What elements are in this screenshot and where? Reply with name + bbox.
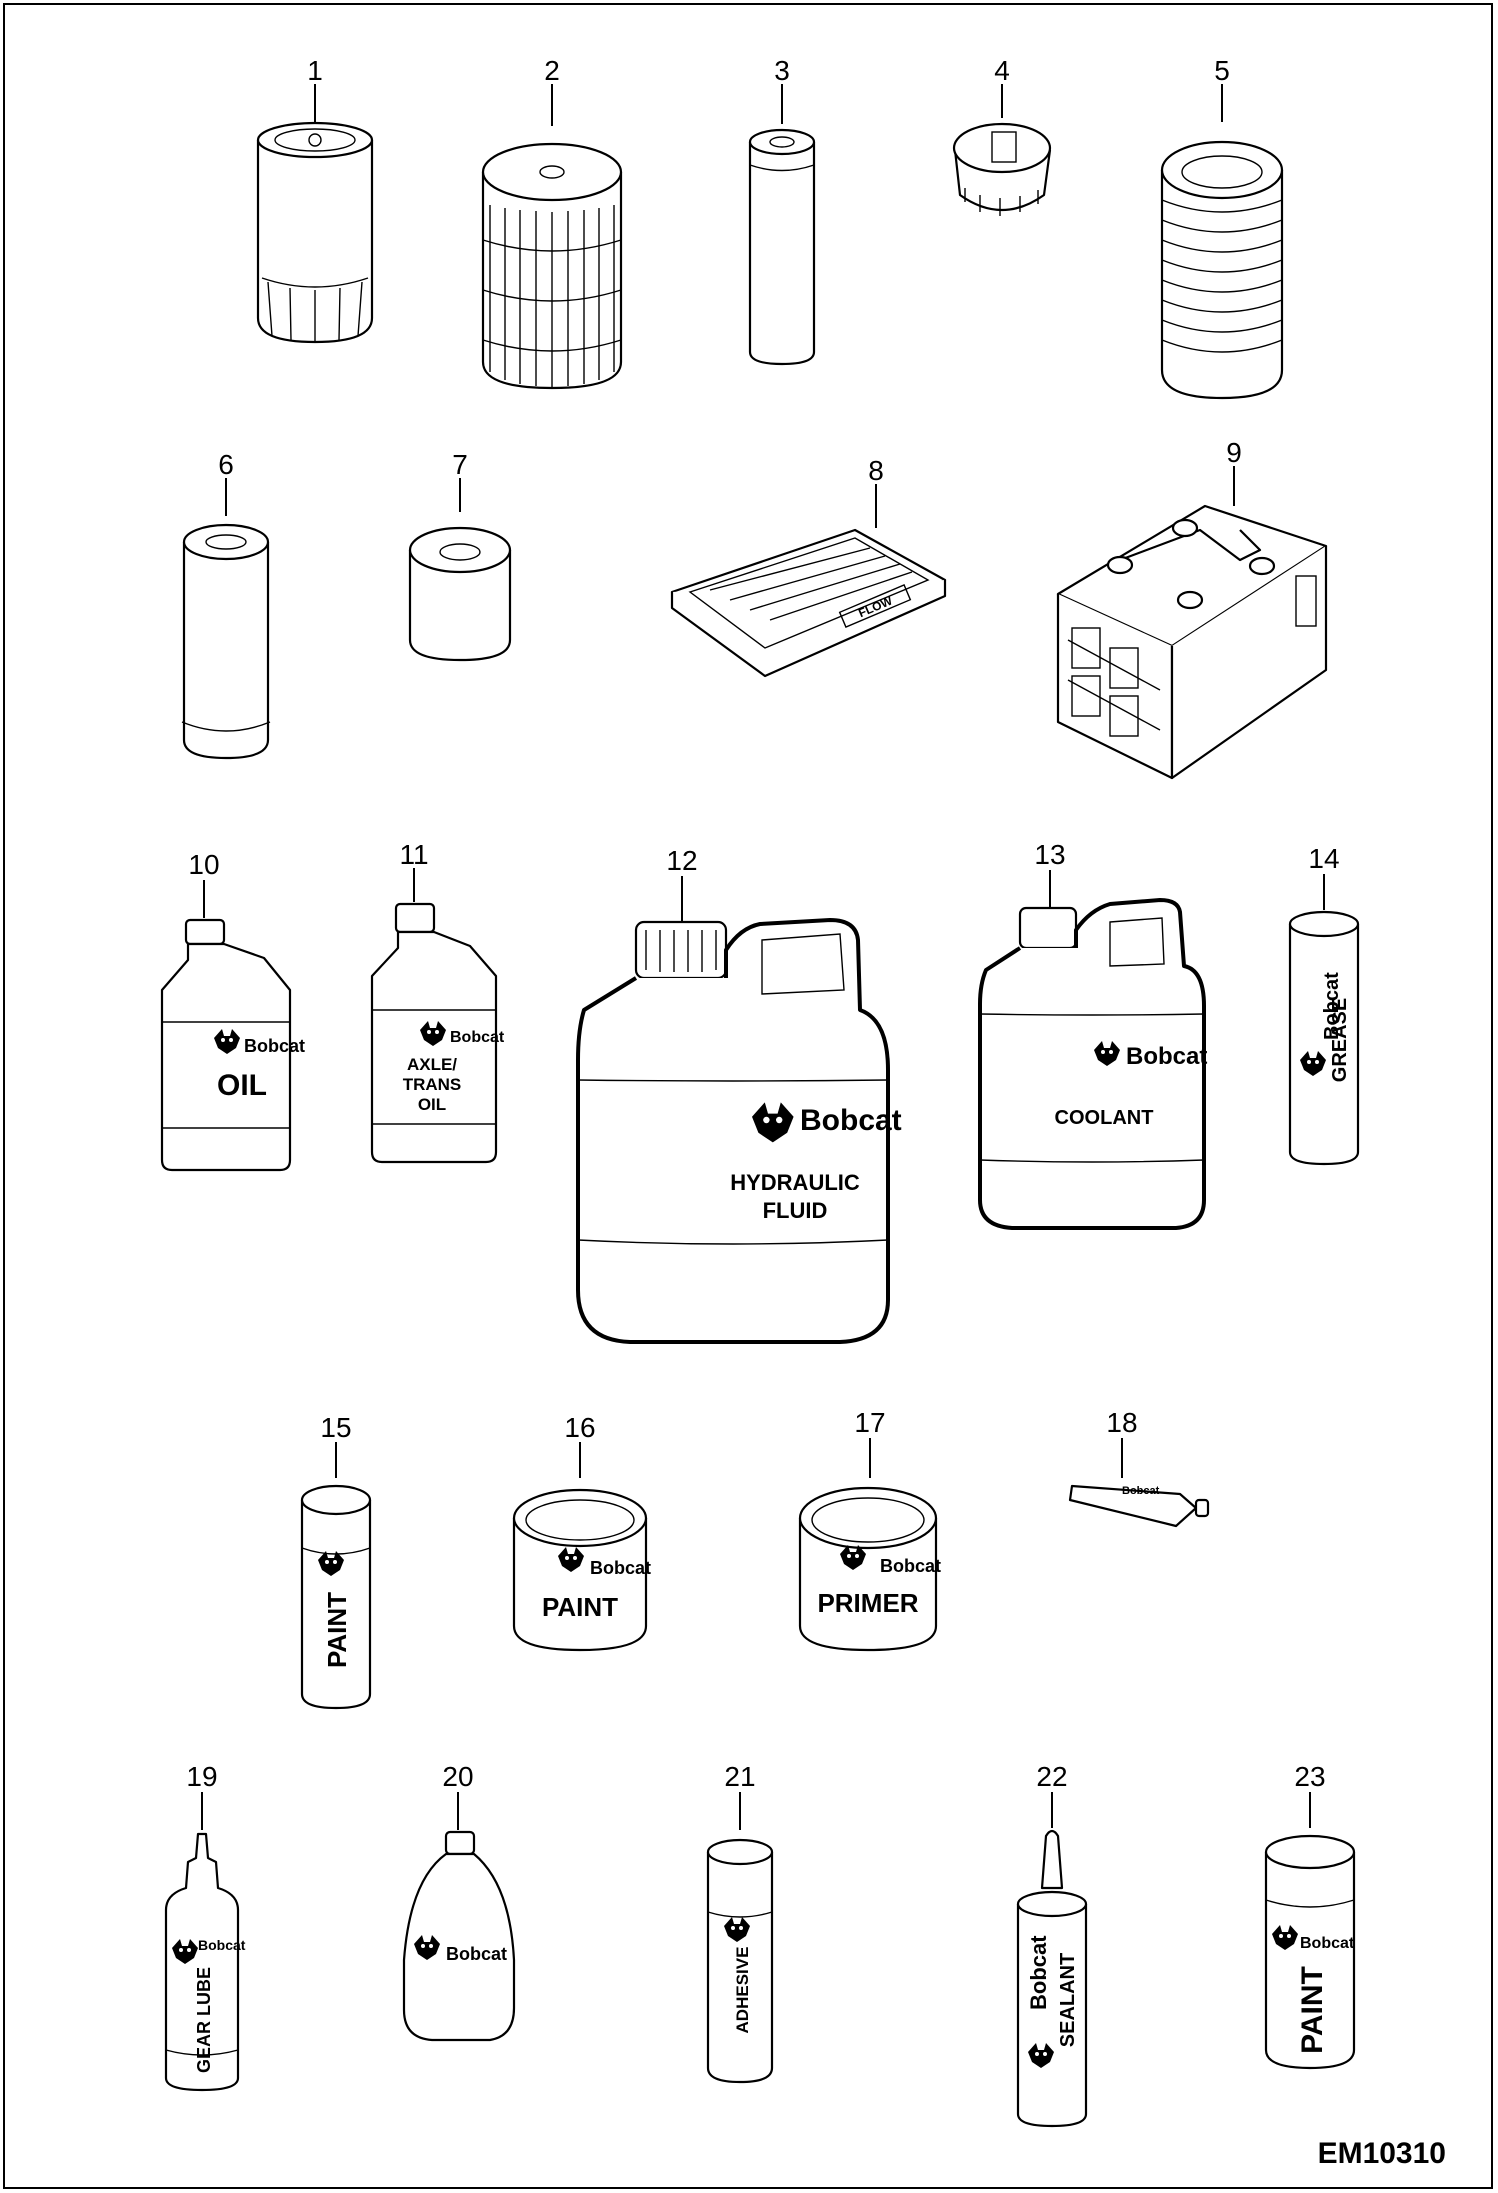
part-6-filter-element[interactable]: 6 <box>181 449 271 760</box>
part-21-adhesive-spray[interactable]: 21 ADHESIVE <box>706 1761 774 2084</box>
callout-4: 4 <box>994 55 1010 86</box>
axle-label-2: TRANS <box>403 1075 462 1094</box>
callout-6: 6 <box>218 449 234 480</box>
part-16-paint-can[interactable]: 16 Bobcat PAINT <box>512 1412 651 1652</box>
callout-9: 9 <box>1226 437 1242 468</box>
part-4-filler-cap[interactable]: 4 <box>952 55 1052 216</box>
brand-label: Bobcat <box>1300 1935 1355 1952</box>
part-15-spray-paint[interactable]: 15 PAINT <box>300 1412 372 1710</box>
part-9-battery[interactable]: 9 <box>1056 437 1328 780</box>
callout-7: 7 <box>452 449 468 480</box>
part-17-primer-can[interactable]: 17 Bobcat PRIMER <box>798 1407 941 1652</box>
brand-label: Bobcat <box>1126 1043 1207 1070</box>
part-23-spray-paint[interactable]: 23 Bobcat PAINT <box>1264 1761 1356 2070</box>
hydraulic-label-1: HYDRAULIC <box>730 1170 860 1195</box>
brand-label: Bobcat <box>450 1029 505 1046</box>
brand-label: Bobcat <box>880 1556 941 1576</box>
callout-19: 19 <box>186 1761 217 1792</box>
callout-15: 15 <box>320 1412 351 1443</box>
callout-18: 18 <box>1106 1407 1137 1438</box>
callout-1: 1 <box>307 55 323 86</box>
part-10-engine-oil[interactable]: 10 Bobcat OIL <box>160 849 305 1172</box>
grease-label: GREASE <box>1329 998 1351 1082</box>
part-8-cabin-filter[interactable]: 8 FLOW <box>670 455 947 678</box>
brand-label: Bobcat <box>1122 1485 1160 1497</box>
part-3-slim-filter[interactable]: 3 <box>748 55 816 366</box>
part-7-fuel-filter[interactable]: 7 <box>408 449 512 662</box>
callout-3: 3 <box>774 55 790 86</box>
hydraulic-label-2: FLUID <box>763 1198 828 1223</box>
part-20-bottle[interactable]: 20 Bobcat <box>402 1761 516 2042</box>
brand-label: Bobcat <box>1321 972 1343 1040</box>
brand-label: Bobcat <box>590 1558 651 1578</box>
figure-id: EM10310 <box>1317 2137 1446 2170</box>
axle-label-3: OIL <box>418 1095 446 1114</box>
callout-22: 22 <box>1036 1761 1067 1792</box>
part-13-coolant[interactable]: 13 Bobcat COOLANT <box>978 839 1207 1230</box>
gear-lube-label: GEAR LUBE <box>194 1967 214 2073</box>
brand-label: Bobcat <box>198 1937 246 1953</box>
callout-12: 12 <box>666 845 697 876</box>
coolant-label: COOLANT <box>1055 1107 1154 1129</box>
primer-label: PRIMER <box>817 1588 918 1618</box>
callout-21: 21 <box>724 1761 755 1792</box>
part-12-hydraulic-fluid[interactable]: 12 Bobcat HYDRAULIC FLUID <box>576 845 902 1344</box>
paint-label: PAINT <box>1296 1966 1329 2054</box>
brand-label: Bobcat <box>800 1104 902 1137</box>
brand-label: Bobcat <box>446 1944 507 1964</box>
part-11-axle-trans-oil[interactable]: 11 Bobcat AXLE/ TRANS OIL <box>370 839 505 1164</box>
sealant-label: SEALANT <box>1057 1953 1079 2047</box>
part-5-air-filter[interactable]: 5 <box>1160 55 1284 400</box>
callout-13: 13 <box>1034 839 1065 870</box>
callout-11: 11 <box>399 839 428 870</box>
paint-label: PAINT <box>322 1592 352 1668</box>
callout-23: 23 <box>1294 1761 1325 1792</box>
callout-14: 14 <box>1308 843 1339 874</box>
drawing-frame <box>3 3 1493 2189</box>
callout-17: 17 <box>854 1407 885 1438</box>
callout-8: 8 <box>868 455 884 486</box>
brand-label: Bobcat <box>1026 1935 1051 2010</box>
part-19-gear-lube[interactable]: 19 Bobcat GEAR LUBE <box>164 1761 246 2092</box>
oil-label: OIL <box>217 1069 267 1102</box>
callout-10: 10 <box>188 849 219 880</box>
adhesive-label: ADHESIVE <box>733 1947 752 2034</box>
callout-2: 2 <box>544 55 560 86</box>
part-14-grease-cartridge[interactable]: 14 Bobcat GREASE <box>1288 843 1360 1166</box>
callout-5: 5 <box>1214 55 1230 86</box>
part-18-sealant-tube[interactable]: 18 Bobcat <box>1068 1407 1210 1528</box>
axle-label-1: AXLE/ <box>407 1055 457 1074</box>
brand-label: Bobcat <box>244 1036 305 1056</box>
callout-16: 16 <box>564 1412 595 1443</box>
paint-label: PAINT <box>542 1592 618 1622</box>
part-1-oil-filter[interactable]: 1 <box>256 55 374 344</box>
part-22-sealant-cartridge[interactable]: 22 Bobcat SEALANT <box>1016 1761 1088 2128</box>
callout-20: 20 <box>442 1761 473 1792</box>
part-2-pleated-filter[interactable]: 2 <box>481 55 623 390</box>
